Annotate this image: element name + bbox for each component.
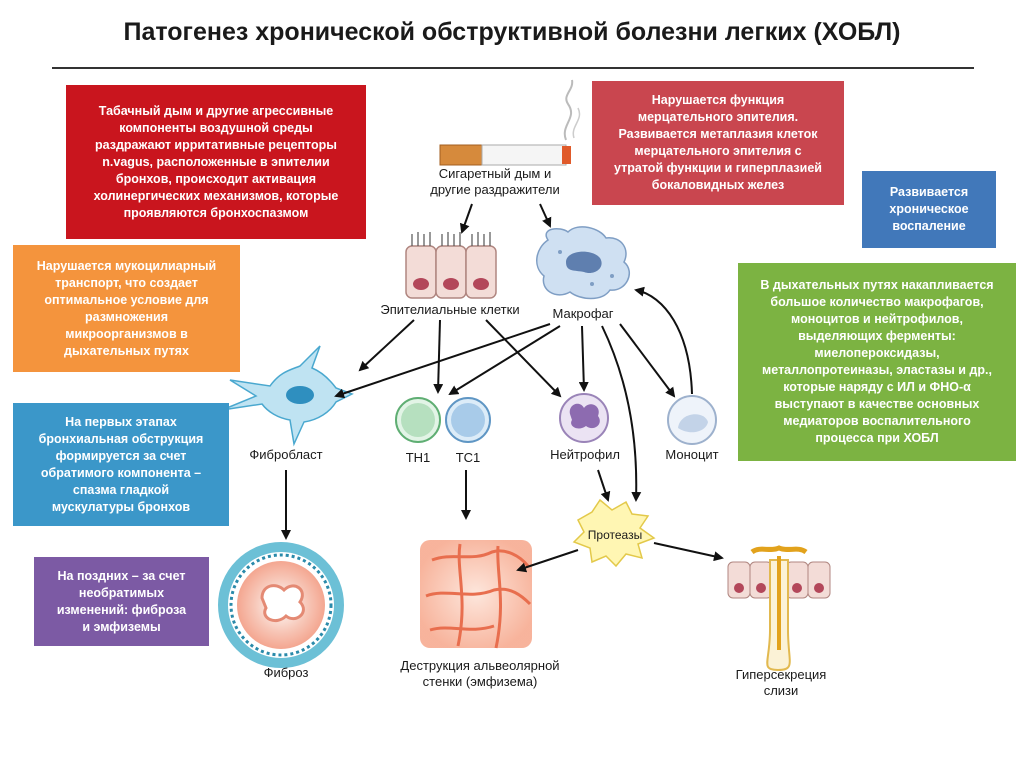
destruction-label: Деструкция альвеолярной стенки (эмфизема… bbox=[400, 658, 560, 689]
chronic-inflammation-text: Развивается хроническое воспаление bbox=[889, 185, 969, 233]
early-obstruction-text: На первых этапах бронхиальная обструкция… bbox=[38, 414, 204, 514]
th1-label: TH1 bbox=[405, 450, 431, 465]
th1-cell-icon bbox=[395, 397, 441, 443]
alveolar-wall-icon bbox=[420, 540, 532, 649]
fibroblast-icon bbox=[221, 345, 354, 447]
proteases-burst-icon bbox=[572, 498, 656, 568]
fibrosis-icon bbox=[218, 542, 344, 668]
tobacco-effect-box: Табачный дым и другие агрессивные компон… bbox=[66, 85, 366, 239]
smoke-label: Сигаретный дым и другие раздражители bbox=[430, 166, 560, 197]
hypersecretion-label: Гиперсекреция слизи bbox=[735, 667, 827, 698]
mucociliary-text: Нарушается мукоцилиарный транспорт, что … bbox=[36, 258, 217, 358]
neutrophil-label: Нейтрофил bbox=[550, 447, 620, 462]
ciliary-dysfunction-box: Нарушается функция мерцательного эпители… bbox=[592, 81, 844, 205]
cigarette-icon bbox=[439, 79, 581, 166]
proteases-label: Протеазы bbox=[587, 528, 643, 542]
ciliary-dysfunction-text: Нарушается функция мерцательного эпители… bbox=[614, 93, 822, 192]
epithelial-cells-icon bbox=[405, 232, 497, 299]
macrophage-label: Макрофаг bbox=[552, 306, 614, 321]
monocyte-icon bbox=[667, 395, 717, 445]
early-obstruction-box: На первых этапах бронхиальная обструкция… bbox=[13, 403, 229, 526]
fibrosis-label: Фиброз bbox=[263, 665, 309, 680]
page-title: Патогенез хронической обструктивной боле… bbox=[123, 18, 901, 46]
fibroblast-label: Фибробласт bbox=[249, 447, 323, 462]
epithelial-cells-label: Эпителиальные клетки bbox=[380, 302, 520, 317]
mucus-gland-icon bbox=[727, 545, 831, 672]
chronic-inflammation-box: Развивается хроническое воспаление bbox=[862, 171, 996, 248]
late-obstruction-box: На поздних – за счет необратимых изменен… bbox=[34, 557, 209, 646]
macrophage-accumulation-text: В дыхательных путях накапливается большо… bbox=[760, 278, 994, 445]
macrophage-accumulation-box: В дыхательных путях накапливается большо… bbox=[738, 263, 1016, 461]
monocyte-label: Моноцит bbox=[665, 447, 719, 462]
late-obstruction-text: На поздних – за счет необратимых изменен… bbox=[56, 568, 187, 634]
tc1-cell-icon bbox=[445, 397, 491, 443]
mucociliary-box: Нарушается мукоцилиарный транспорт, что … bbox=[13, 245, 240, 372]
neutrophil-icon bbox=[559, 393, 609, 443]
title-divider bbox=[52, 67, 974, 69]
pathway-arrows bbox=[281, 203, 724, 573]
macrophage-icon bbox=[536, 226, 630, 300]
tobacco-effect-text: Табачный дым и другие агрессивные компон… bbox=[93, 103, 339, 220]
tc1-label: TC1 bbox=[455, 450, 481, 465]
